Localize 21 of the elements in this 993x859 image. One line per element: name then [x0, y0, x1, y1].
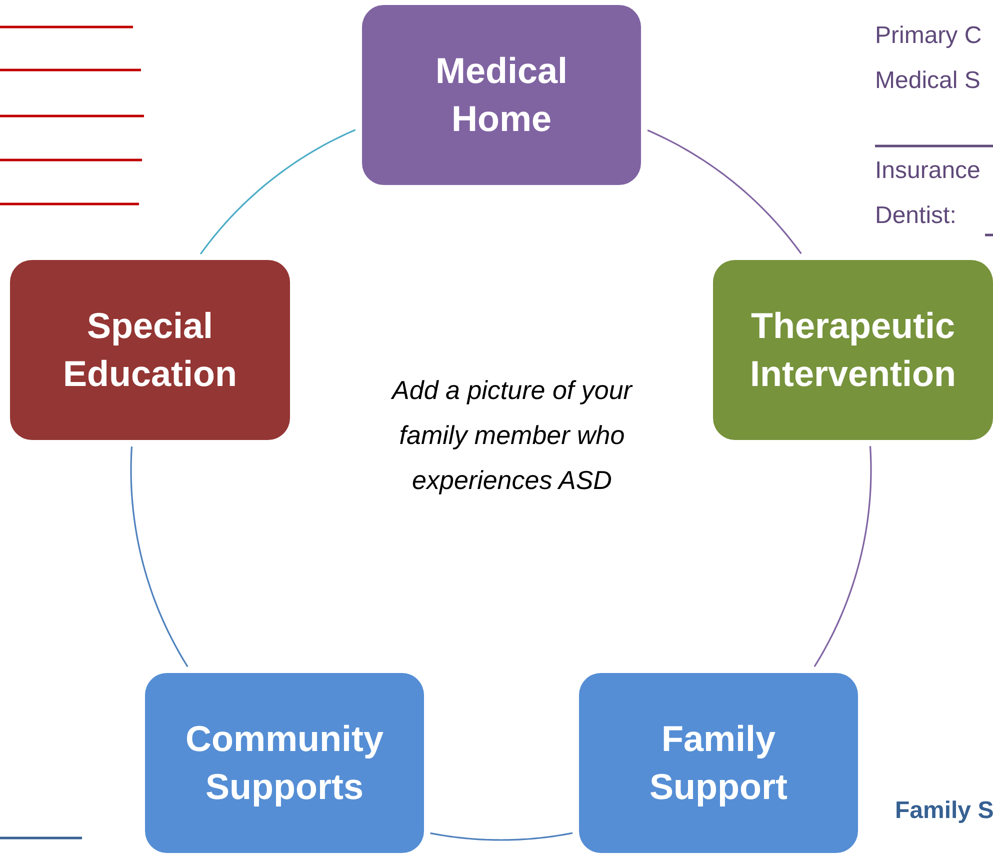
box-title: Therapeutic Intervention [748, 304, 957, 396]
box-title: Special Education [62, 304, 238, 396]
category-box [10, 260, 290, 440]
side-text: Primary C [875, 22, 982, 50]
side-text: Insurance [875, 157, 980, 185]
category-box [579, 673, 858, 853]
category-box [362, 5, 641, 185]
connector-arc [430, 832, 573, 841]
placeholder-note: Add a picture of your family member who experiences ASD [390, 374, 634, 497]
side-text: Family S [895, 797, 993, 825]
connector-arc [814, 446, 872, 668]
box-title: Community Supports [184, 717, 384, 809]
side-text: Dentist: [875, 202, 956, 230]
connector-arc [200, 129, 356, 254]
box-title: Family Support [648, 717, 788, 809]
category-box [145, 673, 424, 853]
category-box [713, 260, 993, 440]
box-title: Medical Home [434, 49, 569, 141]
side-text: Medical S [875, 67, 980, 95]
connector-arc [130, 446, 188, 668]
connector-arc [647, 130, 802, 254]
